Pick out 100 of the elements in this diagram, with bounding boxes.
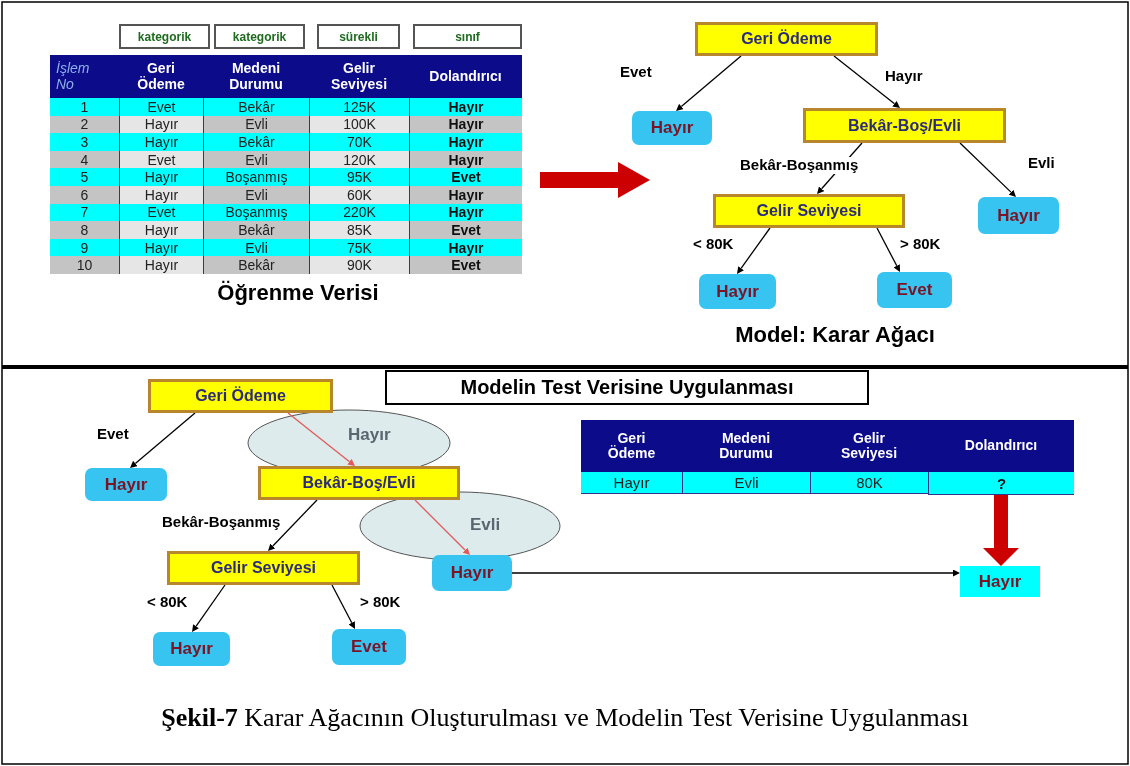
attribute-type-box: [214, 24, 305, 49]
table-cell: 70K: [309, 133, 409, 151]
table-cell: Hayır: [409, 133, 522, 151]
column-header: Dolandırıcı: [429, 68, 502, 85]
decision-node-box: [803, 108, 1006, 143]
decision-node-box: [148, 379, 333, 413]
table-cell: Bekâr: [203, 133, 309, 151]
leaf-node-box: [877, 272, 952, 308]
table-cell: 60K: [309, 186, 409, 204]
attribute-type-box: [119, 24, 210, 49]
node-text: Bekâr-Boş/Evli: [302, 474, 416, 492]
leaf-node-box: [632, 111, 712, 145]
table-cell: Bekâr: [203, 98, 309, 116]
decision-node-box: [167, 551, 360, 585]
arrow: [678, 55, 742, 110]
table-cell: Evet: [409, 168, 522, 186]
attribute-type-box: [413, 24, 522, 49]
table-cell: Hayır: [119, 168, 203, 186]
node-text: Hayır: [978, 571, 1022, 592]
edge-label: Hayır: [885, 68, 923, 85]
table-cell: Evli: [682, 472, 810, 494]
table-cell: Hayır: [119, 256, 203, 274]
node-text: Evet: [896, 280, 933, 300]
node-text: kategorik: [232, 29, 287, 44]
node-text: Gelir Seviyesi: [211, 559, 316, 577]
arrow: [738, 227, 771, 272]
decision-node-box: [258, 466, 460, 500]
arrow: [511, 569, 957, 577]
arrow: [132, 412, 196, 467]
arrow: [193, 584, 226, 630]
node-text: sürekli: [339, 29, 378, 44]
table-cell: Hayır: [119, 221, 203, 239]
column-header: Geri Ödeme: [607, 430, 656, 462]
figure-caption: Şekil-7 Karar Ağacının Oluşturulması ve Modelin Test Verisine Uygulanması: [160, 703, 970, 733]
column-header: Dolandırıcı: [964, 438, 1038, 454]
node-text: Evet: [351, 637, 387, 657]
table-cell: 125K: [309, 98, 409, 116]
node-text: Geri Ödeme: [741, 30, 832, 48]
node-text: Hayır: [716, 281, 759, 302]
attribute-type-box: [317, 24, 400, 49]
leaf-node-box: [432, 555, 512, 591]
arrow: [287, 412, 353, 465]
node-text: Hayır: [650, 118, 694, 138]
thick-arrow: [983, 495, 1019, 566]
section-heading: Öğrenme Verisi: [216, 280, 380, 306]
table-cell: 1: [50, 98, 119, 116]
table-cell: 10: [50, 256, 119, 274]
edge-label: Bekâr-Boşanmış: [740, 157, 859, 174]
arrow: [414, 499, 468, 553]
node-text: Geri Ödeme: [195, 387, 286, 405]
decision-node-box: [713, 194, 905, 228]
table-cell: Evli: [203, 186, 309, 204]
table-cell: 8: [50, 221, 119, 239]
result-box: [960, 566, 1040, 597]
table-cell: Boşanmış: [203, 168, 309, 186]
table-cell: 3: [50, 133, 119, 151]
edge-label: Evli: [470, 516, 501, 535]
column-header: Geri Ödeme: [137, 61, 185, 92]
table-cell: 95K: [309, 168, 409, 186]
node-text: Hayır: [997, 205, 1040, 226]
table-cell: Hayır: [581, 472, 682, 494]
decision-node-box: [695, 22, 878, 56]
section-title-box: [385, 370, 869, 405]
edge-label: Hayır: [348, 426, 391, 445]
table-cell: Bekâr: [203, 256, 309, 274]
edge-label: Bekâr-Boşanmış: [162, 514, 281, 531]
node-text: Hayır: [104, 474, 148, 495]
node-text: Hayır: [450, 563, 494, 583]
leaf-node-box: [978, 197, 1059, 234]
leaf-node-box: [699, 274, 776, 309]
table-cell: Hayır: [409, 98, 522, 116]
table-cell: Hayır: [119, 186, 203, 204]
arrow: [959, 142, 1014, 195]
table-cell: 5: [50, 168, 119, 186]
arrow: [331, 584, 355, 626]
table-cell: 90K: [309, 256, 409, 274]
column-header: Gelir Seviyesi: [840, 430, 897, 462]
table-cell: Evet: [119, 98, 203, 116]
leaf-node-box: [85, 468, 167, 501]
column-header: Medeni Durumu: [719, 430, 773, 462]
table-cell: Bekâr: [203, 221, 309, 239]
leaf-node-box: [153, 632, 230, 666]
table-cell: Hayır: [119, 133, 203, 151]
section-heading: Model: Karar Ağacı: [734, 322, 936, 348]
table-cell: 6: [50, 186, 119, 204]
node-text: Modelin Test Verisine Uygulanması: [460, 376, 794, 399]
node-text: sınıf: [455, 29, 480, 44]
node-text: kategorik: [137, 29, 192, 44]
table-cell: Hayır: [409, 186, 522, 204]
arrow: [876, 227, 900, 269]
column-header: İşlem No: [55, 61, 90, 92]
table-cell: 80K: [810, 472, 928, 494]
table-cell: Evet: [409, 256, 522, 274]
table-cell: ?: [928, 472, 1074, 495]
table-cell: 85K: [309, 221, 409, 239]
node-text: Gelir Seviyesi: [756, 202, 862, 220]
column-header: Medeni Durumu: [229, 61, 283, 92]
node-text: Bekâr-Boş/Evli: [848, 116, 961, 135]
leaf-node-box: [332, 629, 406, 665]
node-text: Hayır: [170, 639, 213, 659]
